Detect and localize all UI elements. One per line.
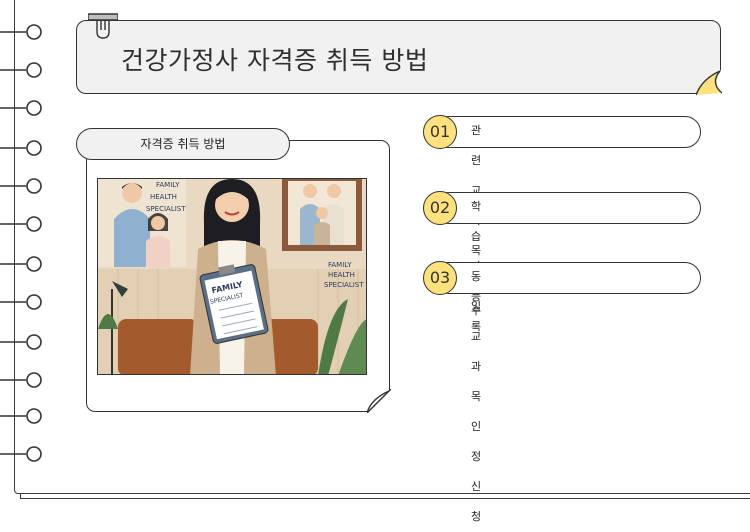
step-label: 동일 교과목 인정 신청 (471, 270, 482, 523)
family-specialist-illustration: FAMILY HEALTH SPECIALIST FAMILY HEALTH S… (97, 178, 367, 375)
ring-icon (0, 24, 42, 40)
binder-clip-icon (88, 13, 118, 39)
svg-text:HEALTH: HEALTH (328, 271, 355, 279)
ring-icon (0, 140, 42, 156)
step-pill (433, 192, 701, 224)
svg-text:FAMILY: FAMILY (328, 261, 352, 269)
svg-text:SPECIALIST: SPECIALIST (146, 205, 186, 213)
step-pill (433, 116, 701, 148)
step-number: 01 (423, 115, 457, 149)
ring-icon (0, 294, 42, 310)
card-tab-label: 자격증 취득 방법 (76, 128, 290, 160)
ring-icon (0, 100, 42, 116)
ring-icon (0, 334, 42, 350)
ring-icon (0, 216, 42, 232)
page-fold-icon (696, 69, 722, 95)
step-number: 02 (423, 191, 457, 225)
page-title: 건강가정사 자격증 취득 방법 (121, 46, 429, 75)
ring-icon (0, 256, 42, 272)
step-pill (433, 262, 701, 294)
page-fold-icon (367, 389, 391, 413)
ring-icon (0, 178, 42, 194)
step-number: 03 (423, 261, 457, 295)
title-card: 건강가정사 자격증 취득 방법 (76, 20, 722, 95)
ring-icon (0, 408, 42, 424)
ring-icon (0, 372, 42, 388)
svg-text:HEALTH: HEALTH (150, 193, 177, 201)
ring-icon (0, 446, 42, 462)
svg-text:FAMILY: FAMILY (156, 181, 180, 189)
ring-icon (0, 62, 42, 78)
svg-text:SPECIALIST: SPECIALIST (324, 281, 364, 289)
